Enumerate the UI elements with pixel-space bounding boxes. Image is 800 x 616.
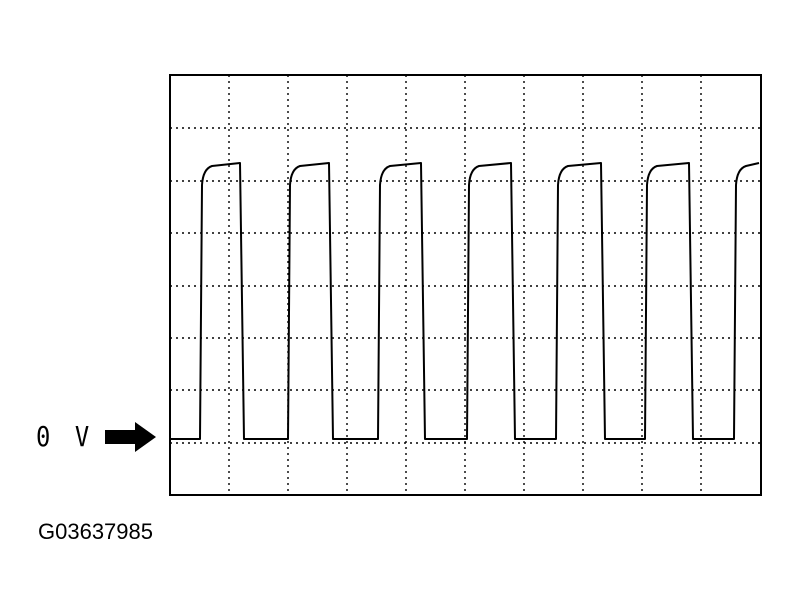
figure-id: G03637985 [38, 519, 153, 544]
waveform-trace [170, 162, 760, 440]
scope-grid [170, 75, 761, 495]
arrow-right-icon [105, 422, 156, 452]
zero-volt-label: 0 V [36, 420, 95, 453]
scope-frame [169, 74, 762, 496]
